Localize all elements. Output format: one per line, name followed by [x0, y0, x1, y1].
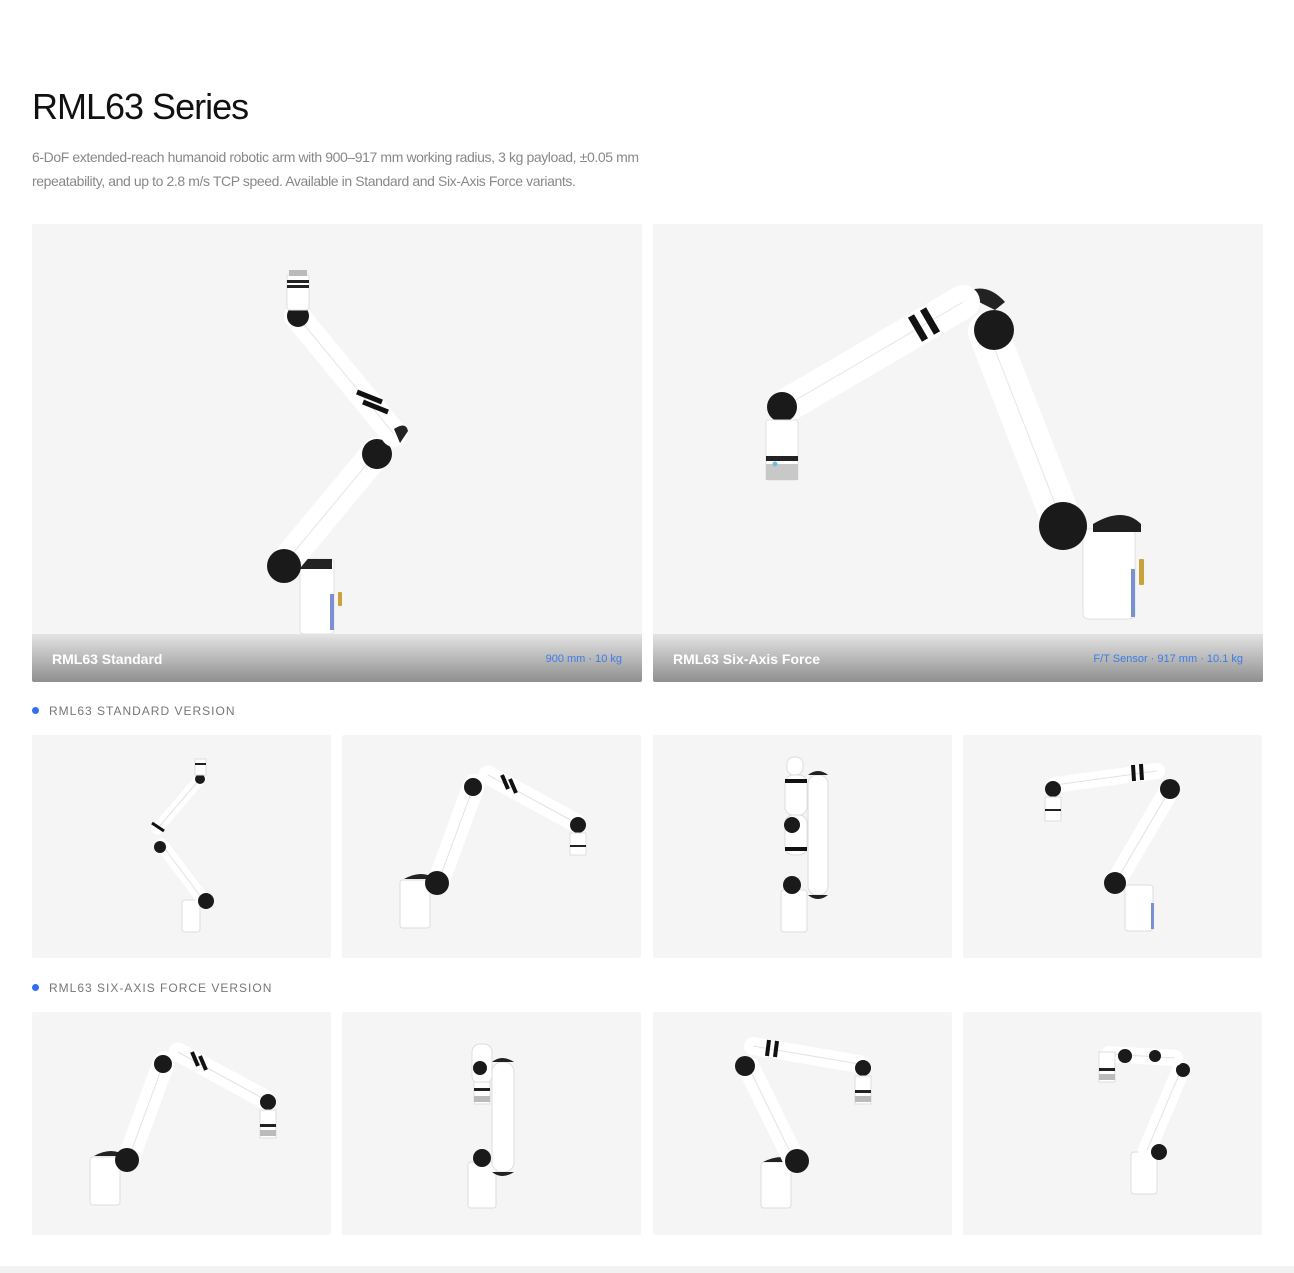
- gallery-thumb-standard-2[interactable]: [342, 735, 641, 958]
- section-label-standard: RML63 STANDARD VERSION: [32, 704, 235, 718]
- hero-caption-bar: RML63 Standard 900 mm · 10 kg: [32, 634, 642, 682]
- gallery-thumb-standard-3[interactable]: [653, 735, 952, 958]
- gallery-thumb-standard-4[interactable]: [963, 735, 1262, 958]
- robot-arm-image: [467, 1043, 515, 1209]
- section-label-force: RML63 SIX-AXIS FORCE VERSION: [32, 981, 272, 995]
- robot-arm-standard-image: [267, 270, 408, 635]
- gallery-thumb-force-1[interactable]: [32, 1012, 331, 1235]
- gallery-thumb-force-2[interactable]: [342, 1012, 641, 1235]
- hero-card-standard[interactable]: RML63 Standard 900 mm · 10 kg: [32, 224, 642, 682]
- gallery-thumb-standard-1[interactable]: [32, 735, 331, 958]
- robot-arm-image: [780, 756, 829, 933]
- footer-divider: [0, 1266, 1294, 1273]
- section-label-text: RML63 SIX-AXIS FORCE VERSION: [49, 981, 273, 995]
- hero-specs: F/T Sensor · 917 mm · 10.1 kg: [1093, 653, 1243, 665]
- robot-arm-image: [735, 1037, 872, 1209]
- hero-card-six-axis-force[interactable]: RML63 Six-Axis Force F/T Sensor · 917 mm…: [653, 224, 1263, 682]
- robot-arm-six-axis-force-image: [765, 285, 1144, 620]
- robot-arm-image: [151, 758, 214, 933]
- series-description: 6-DoF extended-reach humanoid robotic ar…: [32, 149, 639, 189]
- bullet-dot-icon: [32, 707, 39, 714]
- gallery-thumb-force-3[interactable]: [653, 1012, 952, 1235]
- section-label-text: RML63 STANDARD VERSION: [49, 704, 236, 718]
- page-title: RML63 Series: [32, 86, 249, 127]
- hero-caption-bar: RML63 Six-Axis Force F/T Sensor · 917 mm…: [653, 634, 1263, 682]
- robot-arm-image: [89, 1042, 277, 1206]
- robot-arm-image: [399, 765, 587, 929]
- hero-specs: 900 mm · 10 kg: [545, 653, 622, 665]
- gallery-thumb-force-4[interactable]: [963, 1012, 1262, 1235]
- robot-arm-image: [1098, 1046, 1190, 1195]
- robot-arm-image: [1044, 763, 1180, 932]
- bullet-dot-icon: [32, 984, 39, 991]
- hero-title: RML63 Standard: [52, 651, 163, 667]
- hero-title: RML63 Six-Axis Force: [673, 651, 821, 667]
